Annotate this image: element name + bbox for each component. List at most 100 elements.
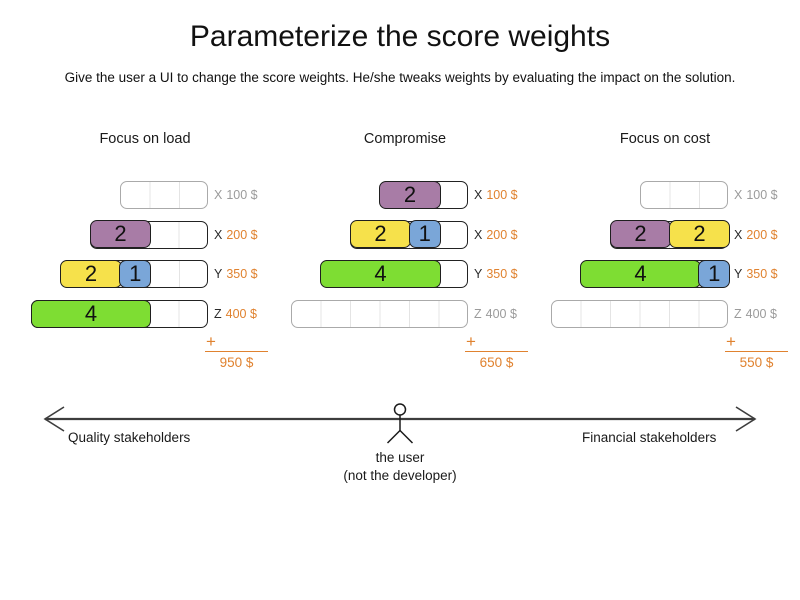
block-value: 4 xyxy=(374,260,387,286)
stakeholder-axis xyxy=(43,403,757,444)
weight-block-yellow: 2 xyxy=(60,259,122,288)
row-label-name: X xyxy=(734,188,743,202)
weight-row: 2 2 X 200 $ xyxy=(540,220,790,249)
block-value: 4 xyxy=(84,300,98,326)
slot-x100 xyxy=(639,181,728,209)
weight-row: X 100 $ xyxy=(20,181,270,209)
row-label: Y 350 $ xyxy=(474,260,518,288)
row-label: X 200 $ xyxy=(214,221,258,249)
weight-row: 2 1 Y 350 $ xyxy=(20,259,270,288)
panel-compromise: Compromise 2 X 100 $ 2 1 X 200 $ 4 Y 350… xyxy=(280,120,530,390)
row-label-name: X xyxy=(214,227,223,242)
row-label-cost: 100 $ xyxy=(746,188,778,202)
row-label: X 100 $ xyxy=(474,181,518,209)
row-label-name: Y xyxy=(214,267,223,281)
row-label-name: Z xyxy=(734,307,742,321)
row-label: X 100 $ xyxy=(214,181,258,209)
weight-block-blue: 1 xyxy=(408,220,441,249)
slot-y350: 4 xyxy=(320,259,468,288)
user-label-line2: (not the developer) xyxy=(343,468,457,483)
weight-block-yellow: 2 xyxy=(668,220,731,249)
weight-block-purple: 2 xyxy=(609,220,672,249)
block-value: 2 xyxy=(114,221,127,247)
slot-x100 xyxy=(119,181,208,209)
column-title: Focus on load xyxy=(99,131,191,147)
slot-y350: 4 1 xyxy=(580,259,731,288)
row-label: X 200 $ xyxy=(734,221,778,249)
row-label-name: Y xyxy=(734,267,743,281)
weight-row: X 100 $ xyxy=(540,181,790,209)
block-value: 1 xyxy=(129,260,142,286)
weight-row: Z 400 $ xyxy=(280,300,530,328)
row-label: Y 350 $ xyxy=(734,260,778,288)
row-label-cost: 350 $ xyxy=(486,267,518,281)
row-label: Z 400 $ xyxy=(474,300,517,328)
row-label-name: X xyxy=(734,227,743,242)
block-value: 2 xyxy=(403,181,417,207)
sum-line xyxy=(465,351,528,352)
slot-z400 xyxy=(291,300,468,328)
weight-row: 2 X 100 $ xyxy=(280,180,530,209)
weight-block-green: 4 xyxy=(320,259,441,288)
block-value: 2 xyxy=(374,221,387,247)
weight-block-green: 4 xyxy=(580,259,701,288)
row-label: X 200 $ xyxy=(474,221,518,249)
block-value: 1 xyxy=(418,221,431,247)
slot-y350: 2 1 xyxy=(60,259,208,288)
plus-sign: + xyxy=(206,332,216,351)
block-value: 2 xyxy=(693,221,706,247)
total-cost: 650 $ xyxy=(479,355,514,370)
plus-sign: + xyxy=(726,332,736,351)
total-cost: 950 $ xyxy=(219,355,254,370)
sum-line xyxy=(205,351,268,352)
weight-block-purple: 2 xyxy=(89,220,152,249)
row-label: Y 350 $ xyxy=(214,260,258,288)
row-label-name: Z xyxy=(474,307,482,321)
row-label-cost: 350 $ xyxy=(746,267,778,281)
weight-block-blue: 1 xyxy=(119,259,152,288)
weight-row: Z 400 $ xyxy=(540,300,790,328)
panel-focus-on-load: Focus on load X 100 $ 2 X 200 $ 2 1 Y 35… xyxy=(20,120,270,390)
row-label: X 100 $ xyxy=(734,181,778,209)
row-label-cost: 100 $ xyxy=(486,188,518,202)
row-label-cost: 400 $ xyxy=(745,307,777,321)
weight-block-yellow: 2 xyxy=(349,220,412,249)
slot-z400 xyxy=(551,300,728,328)
sum-line xyxy=(725,351,788,352)
weight-block-purple: 2 xyxy=(379,180,441,209)
block-value: 2 xyxy=(84,260,98,286)
row-label-name: X xyxy=(214,188,223,202)
column-title: Focus on cost xyxy=(619,131,711,147)
slot-x200: 2 2 xyxy=(609,220,731,249)
row-label-cost: 200 $ xyxy=(486,227,518,242)
slot-x100: 2 xyxy=(379,180,468,209)
slot-x200: 2 xyxy=(89,220,208,249)
row-label-cost: 400 $ xyxy=(485,307,517,321)
row-label-name: X xyxy=(474,227,483,242)
user-label-line1: the user xyxy=(375,450,425,465)
row-label-cost: 100 $ xyxy=(226,188,258,202)
panel-focus-on-cost: Focus on cost X 100 $ 2 2 X 200 $ 4 1 Y … xyxy=(540,120,790,390)
slot-z400: 4 xyxy=(30,299,208,328)
weight-row: 4 Y 350 $ xyxy=(280,259,530,288)
financial-stakeholders-label: Financial stakeholders xyxy=(582,430,717,445)
weight-row: 4 1 Y 350 $ xyxy=(540,259,790,288)
weight-block-green: 4 xyxy=(30,299,152,328)
page-subtitle: Give the user a UI to change the score w… xyxy=(64,70,736,85)
block-value: 1 xyxy=(708,260,721,286)
quality-stakeholders-label: Quality stakeholders xyxy=(68,430,191,445)
row-label: Z 400 $ xyxy=(734,300,777,328)
weight-row: 4 Z 400 $ xyxy=(20,299,270,328)
row-label-name: Y xyxy=(474,267,483,281)
weight-row: 2 X 200 $ xyxy=(20,220,270,249)
stick-figure-user-icon xyxy=(386,403,414,444)
row-label: Z 400 $ xyxy=(214,300,257,328)
row-label-name: X xyxy=(474,188,483,202)
weight-block-blue: 1 xyxy=(698,259,731,288)
row-label-name: Z xyxy=(214,307,222,321)
page-title: Parameterize the score weights xyxy=(189,20,611,53)
row-label-cost: 350 $ xyxy=(226,267,258,281)
row-label-cost: 200 $ xyxy=(226,227,258,242)
block-value: 4 xyxy=(634,260,647,286)
row-label-cost: 200 $ xyxy=(746,227,778,242)
